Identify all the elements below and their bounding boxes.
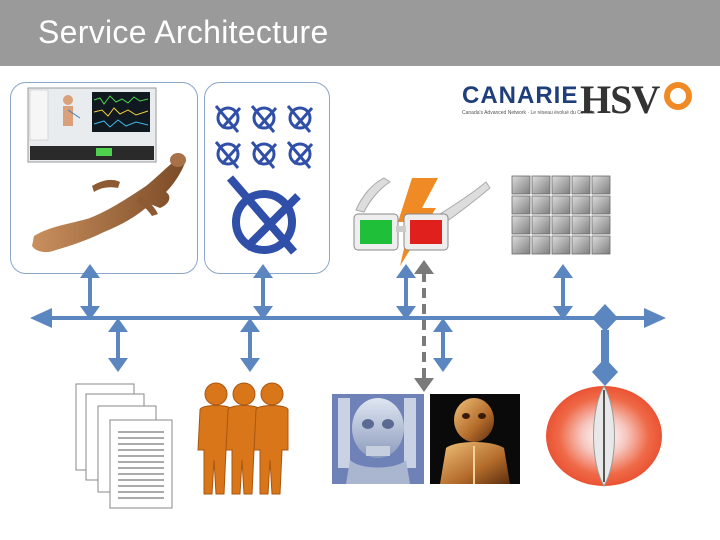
hsvo-logo: HSV <box>580 76 660 123</box>
anaglyph-3d-glasses-icon <box>353 177 491 251</box>
dashed-stream-connector <box>414 260 434 392</box>
title-bar: Service Architecture <box>0 0 720 66</box>
people-group-icon <box>197 382 289 495</box>
network-bus <box>30 308 666 328</box>
document-stack-icon <box>75 383 173 509</box>
diamond-connector <box>592 304 618 386</box>
slide-title: Service Architecture <box>38 14 329 50</box>
ct-skull-render-icon <box>332 394 424 484</box>
compute-cluster-icon <box>511 175 611 255</box>
lower-connector-arrows <box>108 318 453 372</box>
upper-connector-arrows <box>80 264 573 320</box>
hsvo-ring-icon <box>664 82 692 110</box>
network-node-logos-icon <box>214 105 314 255</box>
human-body-model-icon <box>32 153 186 253</box>
canarie-logo: CANARIE Canada's Advanced Network · Le r… <box>460 82 595 122</box>
ct-torso-render-icon <box>430 394 520 484</box>
canarie-tagline: Canada's Advanced Network · Le réseau év… <box>462 110 595 116</box>
lens-visualization-icon <box>546 385 662 487</box>
patient-simulator-screen-icon <box>27 87 157 163</box>
hsvo-wordmark: HSV <box>580 77 660 122</box>
canarie-wordmark: CANARIE <box>462 82 579 109</box>
